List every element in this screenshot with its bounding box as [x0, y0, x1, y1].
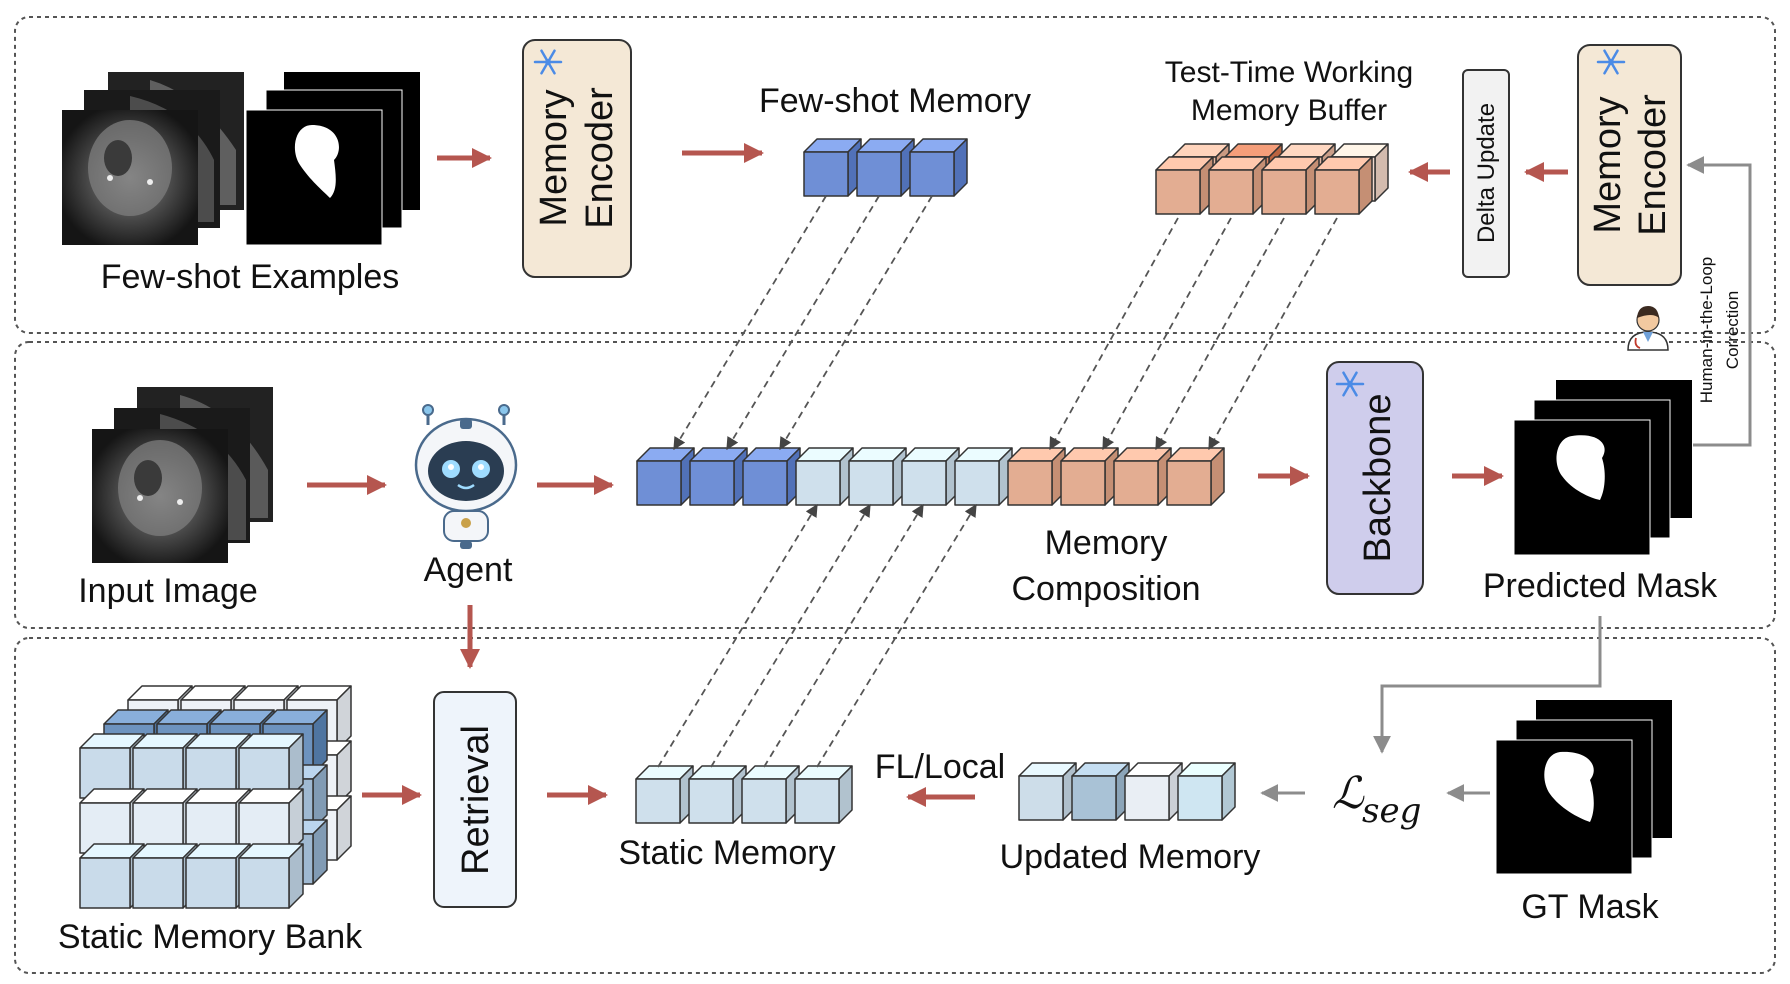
static-memory-bank-cube	[238, 843, 304, 909]
memory-composition-cube	[689, 447, 748, 506]
delta-update-label: Delta Update	[1473, 103, 1500, 243]
dashed-connector	[710, 503, 871, 768]
human-loop-connector	[1686, 156, 1752, 447]
dashed-connector	[779, 195, 933, 451]
backbone-label: Backbone	[1357, 393, 1399, 562]
fl-local-label: FL/Local	[875, 748, 1005, 786]
test-time-buffer-cubes	[1155, 143, 1389, 215]
dashed-connector	[816, 503, 977, 768]
memory-composition-cube	[954, 447, 1013, 506]
snowflake-icon	[533, 49, 563, 75]
gt-mask-label: GT Mask	[1521, 888, 1659, 926]
test-time-buffer-cube	[1155, 156, 1214, 215]
input-image-label: Input Image	[78, 572, 258, 610]
snowflake-icon	[1335, 371, 1365, 397]
predicted-mask-label: Predicted Mask	[1483, 567, 1718, 605]
few-shot-memory-cube	[909, 138, 968, 197]
dashed-connector	[1049, 217, 1179, 451]
static-memory-cube	[688, 765, 747, 824]
test-time-buffer-label-line2: Memory Buffer	[1191, 94, 1387, 127]
memory-composition-cube	[742, 447, 801, 506]
few-shot-examples-images	[62, 72, 420, 246]
few-shot-memory-label: Few-shot Memory	[759, 82, 1031, 120]
updated-memory-cube	[1018, 762, 1077, 821]
memory-composition-cube	[1007, 447, 1066, 506]
memory-encoder-left: Memory Encoder	[522, 39, 632, 278]
dashed-connector	[1208, 217, 1338, 451]
memory-flow-connectors	[657, 195, 1338, 768]
dashed-connector	[763, 503, 924, 768]
static-memory-cubes	[635, 765, 853, 824]
test-time-buffer-label-line1: Test-Time Working	[1165, 56, 1413, 89]
panel-middle	[14, 341, 1776, 629]
segmentation-loss: ℒ seg	[1332, 768, 1421, 831]
retrieval-label: Retrieval	[455, 725, 497, 875]
static-memory-label: Static Memory	[618, 834, 835, 872]
few-shot-memory-cube	[856, 138, 915, 197]
predicted-mask-images	[1513, 380, 1692, 556]
memory-encoder-left-line2: Encoder	[579, 87, 621, 229]
memory-composition-cubes	[636, 447, 1225, 506]
memory-encoder-right-line1: Memory	[1587, 96, 1629, 233]
memory-composition-cube	[1060, 447, 1119, 506]
dashed-connector	[726, 195, 880, 451]
memory-composition-label-line1: Memory	[1045, 524, 1168, 562]
updated-memory-label: Updated Memory	[1000, 838, 1261, 876]
few-shot-memory-cubes	[803, 138, 968, 197]
static-memory-cube	[741, 765, 800, 824]
memory-composition-cube	[636, 447, 695, 506]
static-memory-bank-cubes	[79, 685, 352, 909]
agent-label: Agent	[424, 551, 513, 589]
updated-memory-cube	[1124, 762, 1183, 821]
memory-encoder-left-line1: Memory	[533, 89, 575, 226]
static-memory-bank-label: Static Memory Bank	[58, 918, 363, 956]
backbone-box: Backbone	[1326, 361, 1424, 595]
human-loop-label-line2: Correction	[1723, 291, 1742, 369]
memory-composition-cube	[1166, 447, 1225, 506]
few-shot-examples-label: Few-shot Examples	[101, 258, 400, 296]
dashed-connector	[1102, 217, 1232, 451]
test-time-buffer-cube	[1314, 156, 1373, 215]
robot-icon	[414, 404, 518, 549]
static-memory-cube	[635, 765, 694, 824]
test-time-buffer-cube	[1261, 156, 1320, 215]
static-memory-bank-cube	[238, 733, 304, 799]
delta-update-box: Delta Update	[1462, 69, 1510, 278]
memory-composition-cube	[901, 447, 960, 506]
updated-memory-cubes	[1018, 762, 1236, 821]
retrieval-box: Retrieval	[433, 691, 517, 908]
dashed-connector	[1155, 217, 1285, 451]
test-time-buffer-cube	[1208, 156, 1267, 215]
dashed-connector	[673, 195, 827, 451]
dashed-connector	[657, 503, 818, 768]
memory-composition-label-line2: Composition	[1012, 570, 1201, 608]
few-shot-memory-cube	[803, 138, 862, 197]
static-memory-cube	[794, 765, 853, 824]
memory-encoder-right-line2: Encoder	[1632, 94, 1674, 236]
loss-subscript: seg	[1362, 791, 1421, 831]
snowflake-icon	[1596, 49, 1626, 75]
updated-memory-cube	[1071, 762, 1130, 821]
gt-mask-images	[1495, 700, 1672, 875]
memory-composition-cube	[795, 447, 854, 506]
input-image-stack	[92, 387, 273, 563]
memory-composition-cube	[1113, 447, 1172, 506]
panel-top	[14, 16, 1776, 334]
loss-symbol: ℒ	[1332, 768, 1365, 819]
predicted-to-loss-connector	[1373, 616, 1602, 754]
updated-memory-cube	[1177, 762, 1236, 821]
memory-composition-cube	[848, 447, 907, 506]
memory-encoder-right: Memory Encoder	[1577, 44, 1682, 286]
doctor-icon	[1627, 306, 1669, 351]
human-loop-label-line1: Human-in-the-Loop	[1697, 257, 1716, 403]
